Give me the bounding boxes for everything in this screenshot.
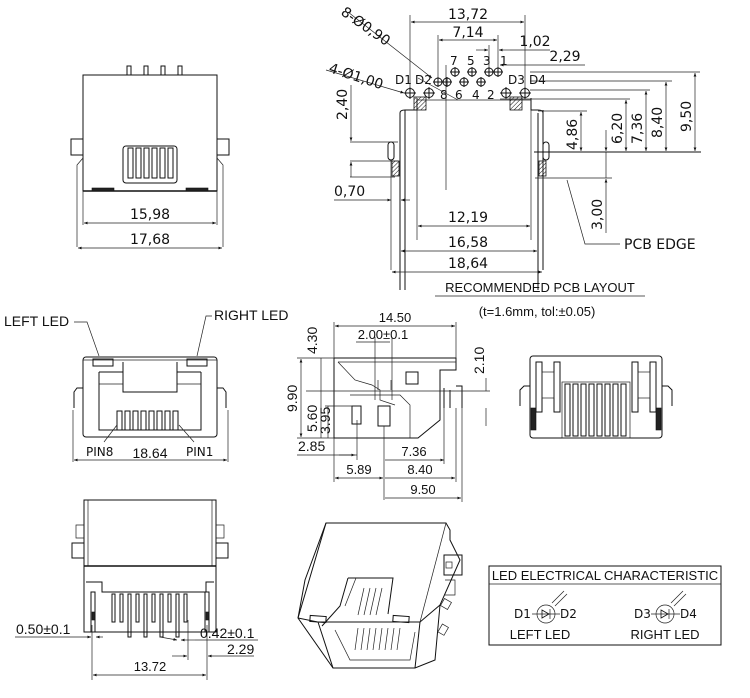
dim-18-64: 18,64 [448, 256, 488, 272]
isometric-view [297, 522, 463, 669]
pin-label-1: 1 [500, 54, 508, 68]
dim-7-14: 7,14 [452, 25, 483, 41]
right-led-symbol: D3 D4 RIGHT LED [630, 590, 700, 642]
holes-small-label: 8-Ø0,90 [338, 4, 393, 49]
pcb-layout-subtitle: (t=1.6mm, tol:±0.05) [479, 304, 596, 319]
rear-contacts [564, 383, 627, 437]
right-led-anode: D3 [634, 607, 651, 621]
pcb-holes [404, 67, 531, 99]
pin-label-2: 2 [487, 88, 495, 102]
top-view: 15,98 17,68 [70, 65, 230, 250]
led-characteristic-table: LED ELECTRICAL CHARACTERISTIC D1 D2 LEFT… [488, 565, 722, 646]
left-led-symbol: D1 D2 LEFT LED [510, 590, 577, 642]
pin-label-5: 5 [467, 54, 475, 68]
dim-3-95: 3.95 [317, 407, 333, 434]
dim-bottom-2-29: 2.29 [227, 641, 254, 657]
left-led-anode: D1 [514, 607, 531, 621]
top-view-body [82, 74, 218, 192]
dim-9-50: 9,50 [679, 101, 695, 132]
contact-window [122, 145, 178, 184]
dim-4-86: 4,86 [565, 119, 581, 150]
dim-front-width: 18.64 [132, 445, 167, 461]
dim-2-85: 2.85 [298, 438, 325, 454]
dim-15-98: 15,98 [130, 207, 170, 223]
led-label-d1: D1 [395, 73, 412, 87]
front-view-body [82, 356, 218, 438]
dim-5-60: 5.60 [304, 405, 320, 432]
dim-2-40: 2,40 [335, 89, 351, 120]
dim-14-50: 14.50 [379, 310, 412, 325]
dim-4-30: 4.30 [304, 327, 320, 354]
right-led-cathode: D4 [680, 607, 697, 621]
right-tab [216, 138, 230, 156]
dim-9-90: 9.90 [284, 385, 300, 412]
dim-bottom-13-72: 13.72 [134, 659, 167, 674]
dim-17-68: 17,68 [130, 232, 170, 248]
iso-contacts [354, 587, 401, 651]
led-label-d2: D2 [415, 73, 432, 87]
right-led-caption: RIGHT LED [630, 627, 699, 642]
pcb-edge-label: PCB EDGE [624, 237, 696, 253]
led-label-d4: D4 [529, 73, 546, 87]
bottom-view: 0.50±0.1 13.72 0.42±0.1 2.29 [15, 499, 258, 680]
rear-view-body [529, 355, 663, 439]
side-view: 9.90 4.30 5.60 3.95 14.50 2.00±0.1 2.10 … [284, 310, 490, 502]
dim-13-72: 13,72 [448, 7, 488, 23]
dim-3-00: 3,00 [590, 199, 606, 230]
dim-8-40: 8,40 [650, 107, 666, 138]
pin-label-8: 8 [440, 88, 448, 102]
led-table-title: LED ELECTRICAL CHARACTERISTIC [492, 568, 718, 583]
pcb-layout: D1 D2 D3 D4 7 5 3 1 8 6 4 2 8-Ø0,90 4-Ø1… [325, 4, 701, 319]
dim-0-70: 0,70 [334, 184, 365, 200]
dim-side-8-40: 8.40 [407, 462, 432, 477]
dim-16-58: 16,58 [448, 235, 488, 251]
left-led-caption: LEFT LED [510, 627, 570, 642]
left-led-label: LEFT LED [4, 313, 69, 329]
dim-1-02: 1,02 [519, 34, 550, 50]
contacts [127, 147, 174, 179]
right-led-label: RIGHT LED [214, 307, 288, 323]
front-view: 18.64 LEFT LED RIGHT LED PIN8 PIN1 [4, 307, 288, 462]
dim-2-00: 2.00±0.1 [358, 327, 409, 342]
led-label-d3: D3 [508, 73, 525, 87]
pin1-label: PIN1 [186, 445, 213, 459]
pin-label-7: 7 [450, 54, 458, 68]
dim-6-20: 6,20 [610, 113, 626, 144]
left-tab [70, 138, 84, 156]
top-view-pins [126, 65, 183, 76]
dim-side-9-50: 9.50 [410, 482, 435, 497]
left-led-cathode: D2 [560, 607, 577, 621]
dim-5-89: 5.89 [346, 462, 371, 477]
pin-label-6: 6 [455, 88, 463, 102]
pin8-label: PIN8 [86, 445, 113, 459]
dim-side-7-36: 7.36 [401, 444, 426, 459]
pin-label-4: 4 [472, 88, 480, 102]
holes-large-label: 4-Ø1,00 [327, 61, 385, 94]
rear-view [519, 355, 673, 439]
dim-12-19: 12,19 [448, 210, 488, 226]
front-contacts [116, 410, 179, 431]
dim-2-10: 2.10 [471, 347, 487, 374]
dim-2-29: 2,29 [549, 49, 580, 65]
dim-7-36: 7,36 [630, 113, 646, 144]
dim-0-50: 0.50±0.1 [16, 621, 71, 637]
left-led-window [92, 358, 114, 367]
pcb-layout-title: RECOMMENDED PCB LAYOUT [445, 280, 635, 295]
right-led-window [186, 358, 208, 367]
dim-0-42: 0.42±0.1 [200, 625, 255, 641]
pin-label-3: 3 [483, 54, 491, 68]
